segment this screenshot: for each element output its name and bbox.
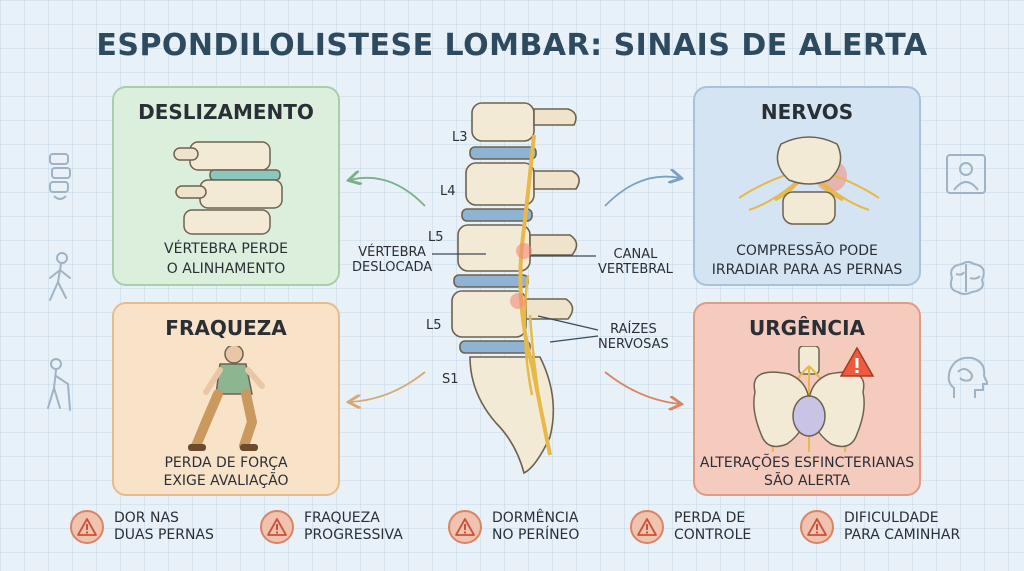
- card-nervos: NERVOS COMPRESSÃO PODE IRRADIAR PARA AS …: [693, 86, 921, 286]
- level-label-l5-lower: L5: [426, 318, 442, 333]
- arrow-to-nervos: [604, 177, 680, 207]
- doctor-monitor-icon: [946, 154, 986, 194]
- card-description-line2: IRRADIAR PARA AS PERNAS: [711, 262, 903, 278]
- warning-icon: [800, 510, 834, 544]
- annotation-raizes-nervosas: RAÍZES NERVOSAS: [598, 322, 669, 352]
- card-fraqueza: FRAQUEZA PERDA DE FORÇA EXIGE AVALIAÇÃO: [112, 302, 340, 496]
- card-title: NERVOS: [760, 100, 854, 124]
- card-description-line1: ALTERAÇÕES ESFINCTERIANAS: [699, 455, 915, 471]
- page-title: ESPONDILOLISTESE LOMBAR: SINAIS DE ALERT…: [96, 28, 928, 63]
- annotation-canal-vertebral: CANAL VERTEBRAL: [598, 247, 673, 277]
- card-title: FRAQUEZA: [165, 316, 287, 340]
- card-title: DESLIZAMENTO: [138, 100, 314, 124]
- pelvis-illustration: [753, 346, 875, 453]
- card-description-line2: EXIGE AVALIAÇÃO: [163, 473, 289, 489]
- arrow-to-urgencia: [604, 371, 680, 404]
- card-deslizamento: DESLIZAMENTO VÉRTEBRA PERDE O ALINHAMENT…: [112, 86, 340, 286]
- card-description-line1: VÉRTEBRA PERDE: [164, 241, 288, 257]
- annotation-vertebra-deslocada: VÉRTEBRA DESLOCADA: [352, 245, 433, 275]
- weak-walking-person-illustration: [188, 346, 265, 451]
- person-with-cane-icon: [47, 358, 71, 411]
- card-description-line1: COMPRESSÃO PODE: [736, 243, 878, 259]
- card-description-line2: SÃO ALERTA: [764, 473, 850, 489]
- card-description-line2: O ALINHAMENTO: [166, 261, 286, 277]
- level-label-s1: S1: [442, 372, 459, 387]
- warning-icon: [70, 510, 104, 544]
- slipped-vertebrae-illustration: [173, 141, 283, 235]
- card-description-line1: PERDA DE FORÇA: [164, 455, 288, 471]
- arrow-to-deslizamento: [350, 178, 426, 207]
- lumbar-spine-illustration: [451, 102, 580, 475]
- brain-icon: [949, 261, 985, 295]
- arrow-to-fraqueza: [350, 371, 426, 402]
- warning-icon: [448, 510, 482, 544]
- warning-triangle-icon: [839, 346, 875, 377]
- level-label-l5: L5: [428, 230, 444, 245]
- head-brain-icon: [947, 356, 988, 398]
- level-label-l4: L4: [440, 184, 456, 199]
- card-title: URGÊNCIA: [748, 316, 866, 340]
- warning-icon: [260, 510, 294, 544]
- level-label-l3: L3: [452, 130, 468, 145]
- spine-outline-icon: [49, 153, 71, 200]
- walking-person-icon: [49, 252, 71, 301]
- card-urgencia: URGÊNCIA ALTERAÇÕES ESFINCTERIANAS SÃO A…: [693, 302, 921, 496]
- warning-icon: [630, 510, 664, 544]
- nerve-compression-illustration: [738, 136, 880, 225]
